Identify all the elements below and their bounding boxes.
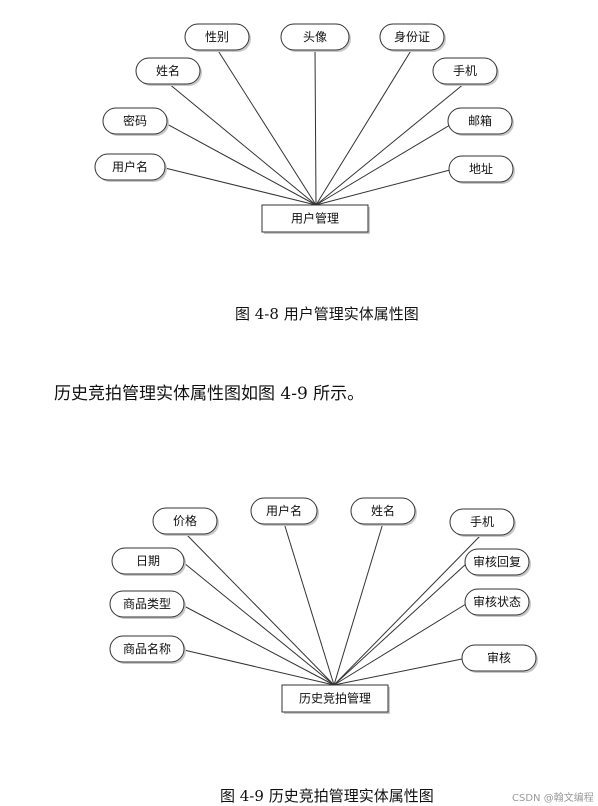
d1-attribute-label: 头像 [303, 30, 327, 44]
d1-attribute-label: 姓名 [156, 63, 180, 78]
d2-attribute-oval [109, 635, 185, 663]
d2-attribute-label: 商品类型 [123, 596, 171, 611]
d2-connector [333, 522, 384, 686]
d1-attribute-label: 邮箱 [468, 113, 492, 128]
diagram1-caption: 图 4-8 用户管理实体属性图 [235, 305, 419, 323]
d1-attribute-oval [94, 153, 166, 181]
d1-attribute-oval [102, 107, 168, 135]
d2-attribute-label: 日期 [136, 554, 160, 568]
d2-connector [333, 533, 483, 686]
diagram2-caption: 图 4-9 历史竞拍管理实体属性图 [220, 787, 434, 805]
d2-attribute-oval [250, 497, 318, 525]
d1-connector [315, 124, 451, 206]
d1-connector [314, 48, 317, 206]
d2-attribute-oval [152, 507, 218, 535]
d1-connector [216, 48, 317, 206]
d2-attribute-label: 手机 [470, 515, 494, 529]
d1-attribute-oval [432, 57, 498, 85]
d1-connector [164, 122, 317, 206]
d2-attribute-oval [464, 588, 530, 616]
d2-connector [183, 605, 335, 686]
d1-entity-box [261, 204, 369, 233]
d2-connector [333, 563, 467, 686]
d2-attribute-oval [461, 644, 537, 672]
d2-connector [184, 532, 335, 686]
d1-attribute-oval [280, 23, 350, 51]
d1-attribute-label: 密码 [123, 113, 147, 128]
d1-connector [167, 82, 317, 206]
d1-attribute-label: 身份证 [394, 29, 430, 44]
d2-attribute-oval [464, 548, 530, 576]
d1-attribute-label: 性别 [205, 30, 229, 44]
d2-attribute-oval [111, 547, 185, 575]
d2-entity-label: 历史竞拍管理 [299, 691, 371, 706]
d1-connector [315, 82, 466, 206]
d1-attribute-oval [448, 155, 514, 183]
d2-attribute-label: 审核状态 [473, 594, 521, 609]
d1-attribute-oval [379, 23, 445, 51]
d1-connector [164, 167, 317, 206]
d1-attribute-label: 地址 [469, 162, 493, 176]
d2-connector [283, 522, 335, 686]
intro-paragraph: 历史竞拍管理实体属性图如图 4-9 所示。 [54, 384, 365, 404]
d2-attribute-label: 商品名称 [123, 641, 171, 656]
d2-attribute-oval [350, 497, 416, 525]
d2-connector [183, 649, 335, 686]
d1-connector [315, 169, 451, 206]
d2-connector [333, 603, 467, 686]
d2-attribute-oval [109, 590, 185, 618]
d2-connector [183, 562, 335, 686]
d1-connector [315, 48, 413, 206]
d1-attribute-oval [135, 57, 201, 85]
d2-attribute-label: 审核回复 [473, 554, 521, 569]
d1-attribute-label: 用户名 [112, 159, 148, 174]
d1-attribute-oval [184, 23, 250, 51]
d2-attribute-label: 用户名 [266, 503, 302, 518]
watermark: CSDN @翰文编程 [512, 793, 594, 804]
d2-attribute-label: 审核 [487, 650, 511, 665]
d2-entity-box [281, 684, 389, 713]
d2-attribute-oval [449, 508, 515, 536]
d1-entity-label: 用户管理 [291, 211, 339, 226]
d2-connector [333, 658, 463, 686]
d1-attribute-label: 手机 [453, 64, 477, 78]
d2-attribute-label: 姓名 [371, 503, 395, 518]
d1-attribute-oval [447, 107, 513, 135]
d2-attribute-label: 价格 [173, 513, 197, 528]
